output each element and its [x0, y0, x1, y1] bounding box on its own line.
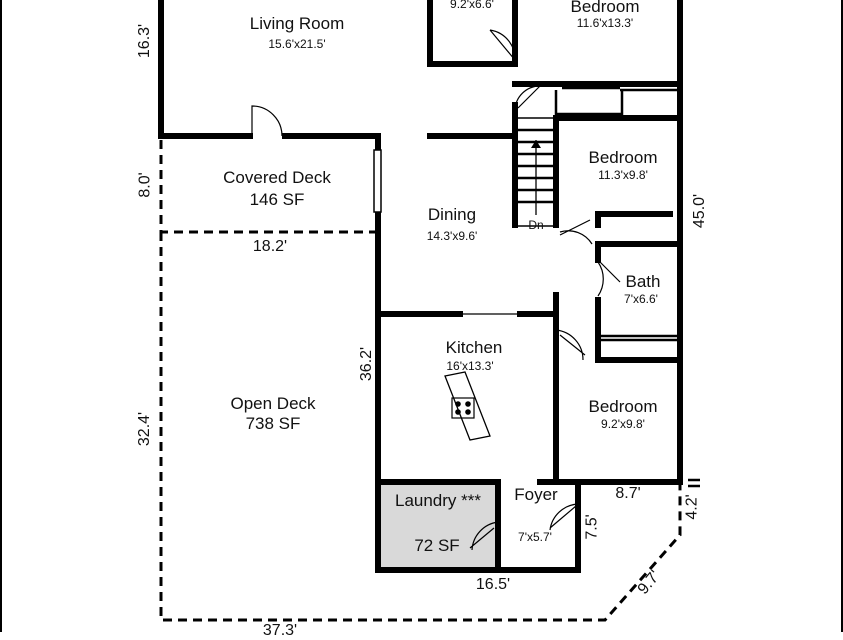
bedroom-mid-size: 11.3'x9.8': [598, 168, 648, 182]
dim-16-5: 16.5': [475, 576, 511, 593]
stair-enclosure-wall: [427, 102, 518, 228]
deck-sliding-door: [373, 149, 382, 213]
dim-45-0: 45.0': [691, 193, 709, 229]
foyer-name: Foyer: [514, 485, 558, 504]
bath-walls: [595, 241, 683, 363]
dining-size: 14.3'x9.6': [426, 229, 478, 243]
bedroom-top-size: 11.6'x13.3': [576, 16, 634, 30]
dim-36-2: 36.2': [358, 346, 376, 382]
dimension-ticks: [688, 478, 700, 488]
open-deck-boundary: [159, 232, 682, 622]
dim-37-3: 37.3': [262, 622, 298, 639]
stair-door: [514, 85, 541, 111]
dim-16-3: 16.3': [136, 23, 154, 59]
dim-32-4: 32.4': [136, 411, 154, 447]
small-room-size: 9.2'x6.6': [450, 0, 494, 11]
small-room-door: [489, 29, 516, 65]
dim-4-2: 4.2': [683, 494, 701, 520]
living-room-name: Living Room: [249, 14, 345, 33]
top-right-wall: [427, 0, 518, 67]
open-deck-name: Open Deck: [230, 394, 316, 413]
closet-lines: [554, 86, 678, 342]
bedroom-low-door: [555, 329, 586, 361]
dim-8-7: 8.7': [615, 485, 641, 502]
foyer-door: [549, 503, 579, 531]
bedroom-mid-name: Bedroom: [588, 148, 658, 167]
stairs: [515, 117, 557, 227]
bedroom-low-size: 9.2'x9.8': [601, 417, 645, 431]
bath-door: [597, 261, 621, 297]
kitchen-island: [444, 371, 491, 441]
covered-deck-area: 146 SF: [249, 190, 305, 209]
stairs-down-label: Dn: [528, 218, 544, 232]
living-room-door: [251, 105, 283, 137]
laundry-door: [469, 521, 499, 551]
dim-7-5: 7.5': [583, 514, 601, 540]
laundry-fill: [380, 482, 498, 570]
bedroom-top-name: Bedroom: [570, 0, 640, 16]
laundry-area: 72 SF: [414, 536, 460, 555]
bedroom-mid-door: [559, 219, 593, 245]
kitchen-size: 16'x13.3': [446, 359, 494, 373]
open-deck-area: 738 SF: [245, 414, 301, 433]
bath-size: 7'x6.6': [624, 292, 658, 306]
bath-name: Bath: [625, 272, 661, 291]
dim-18-2: 18.2': [252, 238, 288, 255]
laundry-top-wall: [375, 479, 501, 573]
living-room-size: 15.6'x21.5': [268, 37, 326, 51]
foyer-size: 7'x5.7': [518, 530, 552, 544]
right-exterior-wall: [575, 0, 683, 485]
kitchen-name: Kitchen: [445, 338, 503, 357]
main-bottom-wall: [375, 479, 581, 573]
covered-deck-name: Covered Deck: [223, 168, 331, 187]
bedroom-low-name: Bedroom: [588, 397, 658, 416]
laundry-name: Laundry ***: [394, 491, 482, 510]
dining-name: Dining: [427, 205, 477, 224]
dim-8-0: 8.0': [136, 172, 154, 198]
